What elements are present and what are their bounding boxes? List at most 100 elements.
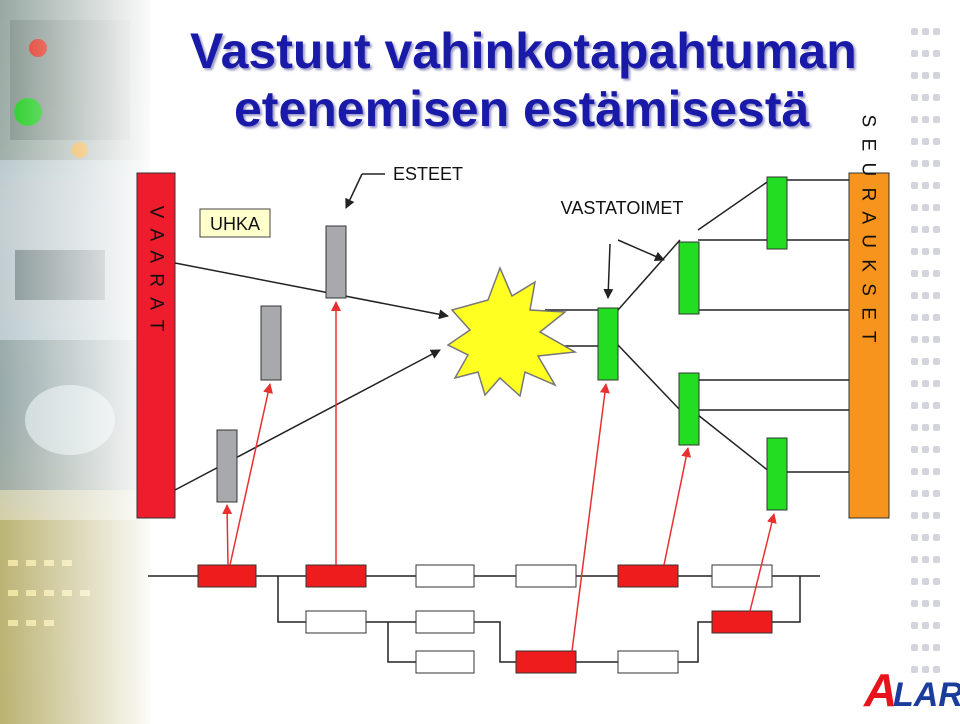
pattern-dot	[911, 534, 918, 541]
pattern-dot	[922, 402, 929, 409]
countermeasures-pointers	[603, 239, 665, 299]
pattern-dot	[933, 94, 940, 101]
responsibility-box-r3-1	[415, 650, 475, 674]
pattern-dot	[933, 622, 940, 629]
pattern-dot	[933, 556, 940, 563]
pattern-dot	[922, 182, 929, 189]
pattern-dot	[911, 204, 918, 211]
pattern-dot	[922, 512, 929, 519]
pattern-dot	[933, 490, 940, 497]
pattern-dot	[911, 446, 918, 453]
pattern-dot	[922, 600, 929, 607]
pattern-dot	[922, 644, 929, 651]
pattern-dot	[933, 116, 940, 123]
countermeasure-2	[678, 241, 700, 315]
pattern-dot	[933, 446, 940, 453]
pattern-dot	[922, 468, 929, 475]
pattern-dot	[933, 160, 940, 167]
pattern-dot	[911, 248, 918, 255]
pattern-dot	[922, 116, 929, 123]
pattern-dot	[911, 138, 918, 145]
responsibility-box-r2-2	[415, 610, 475, 634]
pattern-dot	[922, 160, 929, 167]
pattern-dot	[922, 490, 929, 497]
pattern-dot	[922, 380, 929, 387]
pattern-dot	[933, 468, 940, 475]
countermeasure-5	[766, 437, 788, 511]
pattern-dot	[911, 380, 918, 387]
responsibility-box-r2-3	[711, 610, 773, 634]
pattern-dot	[933, 358, 940, 365]
pattern-dot	[933, 270, 940, 277]
pattern-dot	[933, 534, 940, 541]
pattern-dot	[911, 424, 918, 431]
pattern-dot	[922, 424, 929, 431]
responsibility-box-r2-1	[305, 610, 367, 634]
pattern-dot	[922, 204, 929, 211]
pattern-dot	[922, 292, 929, 299]
responsibility-arrows	[222, 301, 777, 652]
pattern-dot	[922, 534, 929, 541]
pattern-dot	[922, 94, 929, 101]
pattern-dot	[911, 50, 918, 57]
pattern-dot	[933, 314, 940, 321]
pattern-dot	[922, 578, 929, 585]
pattern-dot	[911, 666, 918, 673]
title-line-2: etenemisen estämisestä	[234, 81, 810, 137]
pattern-dot	[933, 138, 940, 145]
pattern-dot	[933, 600, 940, 607]
pattern-dot	[933, 292, 940, 299]
countermeasures-label: VASTATOIMET	[561, 198, 684, 218]
pattern-dot	[933, 28, 940, 35]
pattern-dot	[911, 116, 918, 123]
responsibility-boxes	[197, 564, 773, 674]
pattern-dot	[911, 94, 918, 101]
page-title: Vastuut vahinkotapahtuman etenemisen est…	[190, 22, 890, 138]
pattern-dot	[911, 292, 918, 299]
pattern-dot	[933, 50, 940, 57]
svg-text:LARP: LARP	[893, 676, 960, 714]
pattern-dot	[922, 138, 929, 145]
threat-label-box	[199, 208, 271, 238]
pattern-dot	[911, 358, 918, 365]
pattern-dot	[911, 644, 918, 651]
countermeasure-1	[597, 307, 619, 381]
pattern-dot	[911, 490, 918, 497]
pattern-dot	[933, 336, 940, 343]
countermeasure-3	[678, 372, 700, 446]
responsibility-box-r1-5	[617, 564, 679, 588]
pattern-dot	[911, 578, 918, 585]
pattern-dot	[911, 622, 918, 629]
pattern-dot	[911, 226, 918, 233]
pattern-dot	[922, 446, 929, 453]
responsibility-box-r1-6	[711, 564, 773, 588]
responsibility-box-r1-3	[415, 564, 475, 588]
pattern-dot	[933, 72, 940, 79]
responsibility-box-r3-2	[515, 650, 577, 674]
threat-lines	[174, 262, 449, 491]
pattern-dot	[911, 314, 918, 321]
pattern-dot	[922, 666, 929, 673]
event-starburst	[446, 265, 578, 398]
pattern-dot	[922, 270, 929, 277]
photo-strip	[0, 0, 150, 724]
countermeasure-group	[597, 176, 788, 511]
barrier-group	[216, 225, 347, 503]
hazards-label: V A A R A T	[146, 206, 167, 335]
pattern-dot	[922, 358, 929, 365]
pattern-dot	[911, 512, 918, 519]
pattern-dot	[911, 336, 918, 343]
pattern-dot	[911, 556, 918, 563]
barrier-2	[260, 305, 282, 381]
pattern-dot	[933, 248, 940, 255]
responsibility-box-r1-1	[197, 564, 257, 588]
pattern-dot	[933, 182, 940, 189]
threat-label: UHKA	[210, 214, 260, 234]
barrier-3	[325, 225, 347, 299]
barrier-1	[216, 429, 238, 503]
hazards-bar	[136, 172, 176, 519]
pattern-dot	[911, 160, 918, 167]
responsibility-box-r1-2	[305, 564, 367, 588]
pattern-dot	[933, 512, 940, 519]
